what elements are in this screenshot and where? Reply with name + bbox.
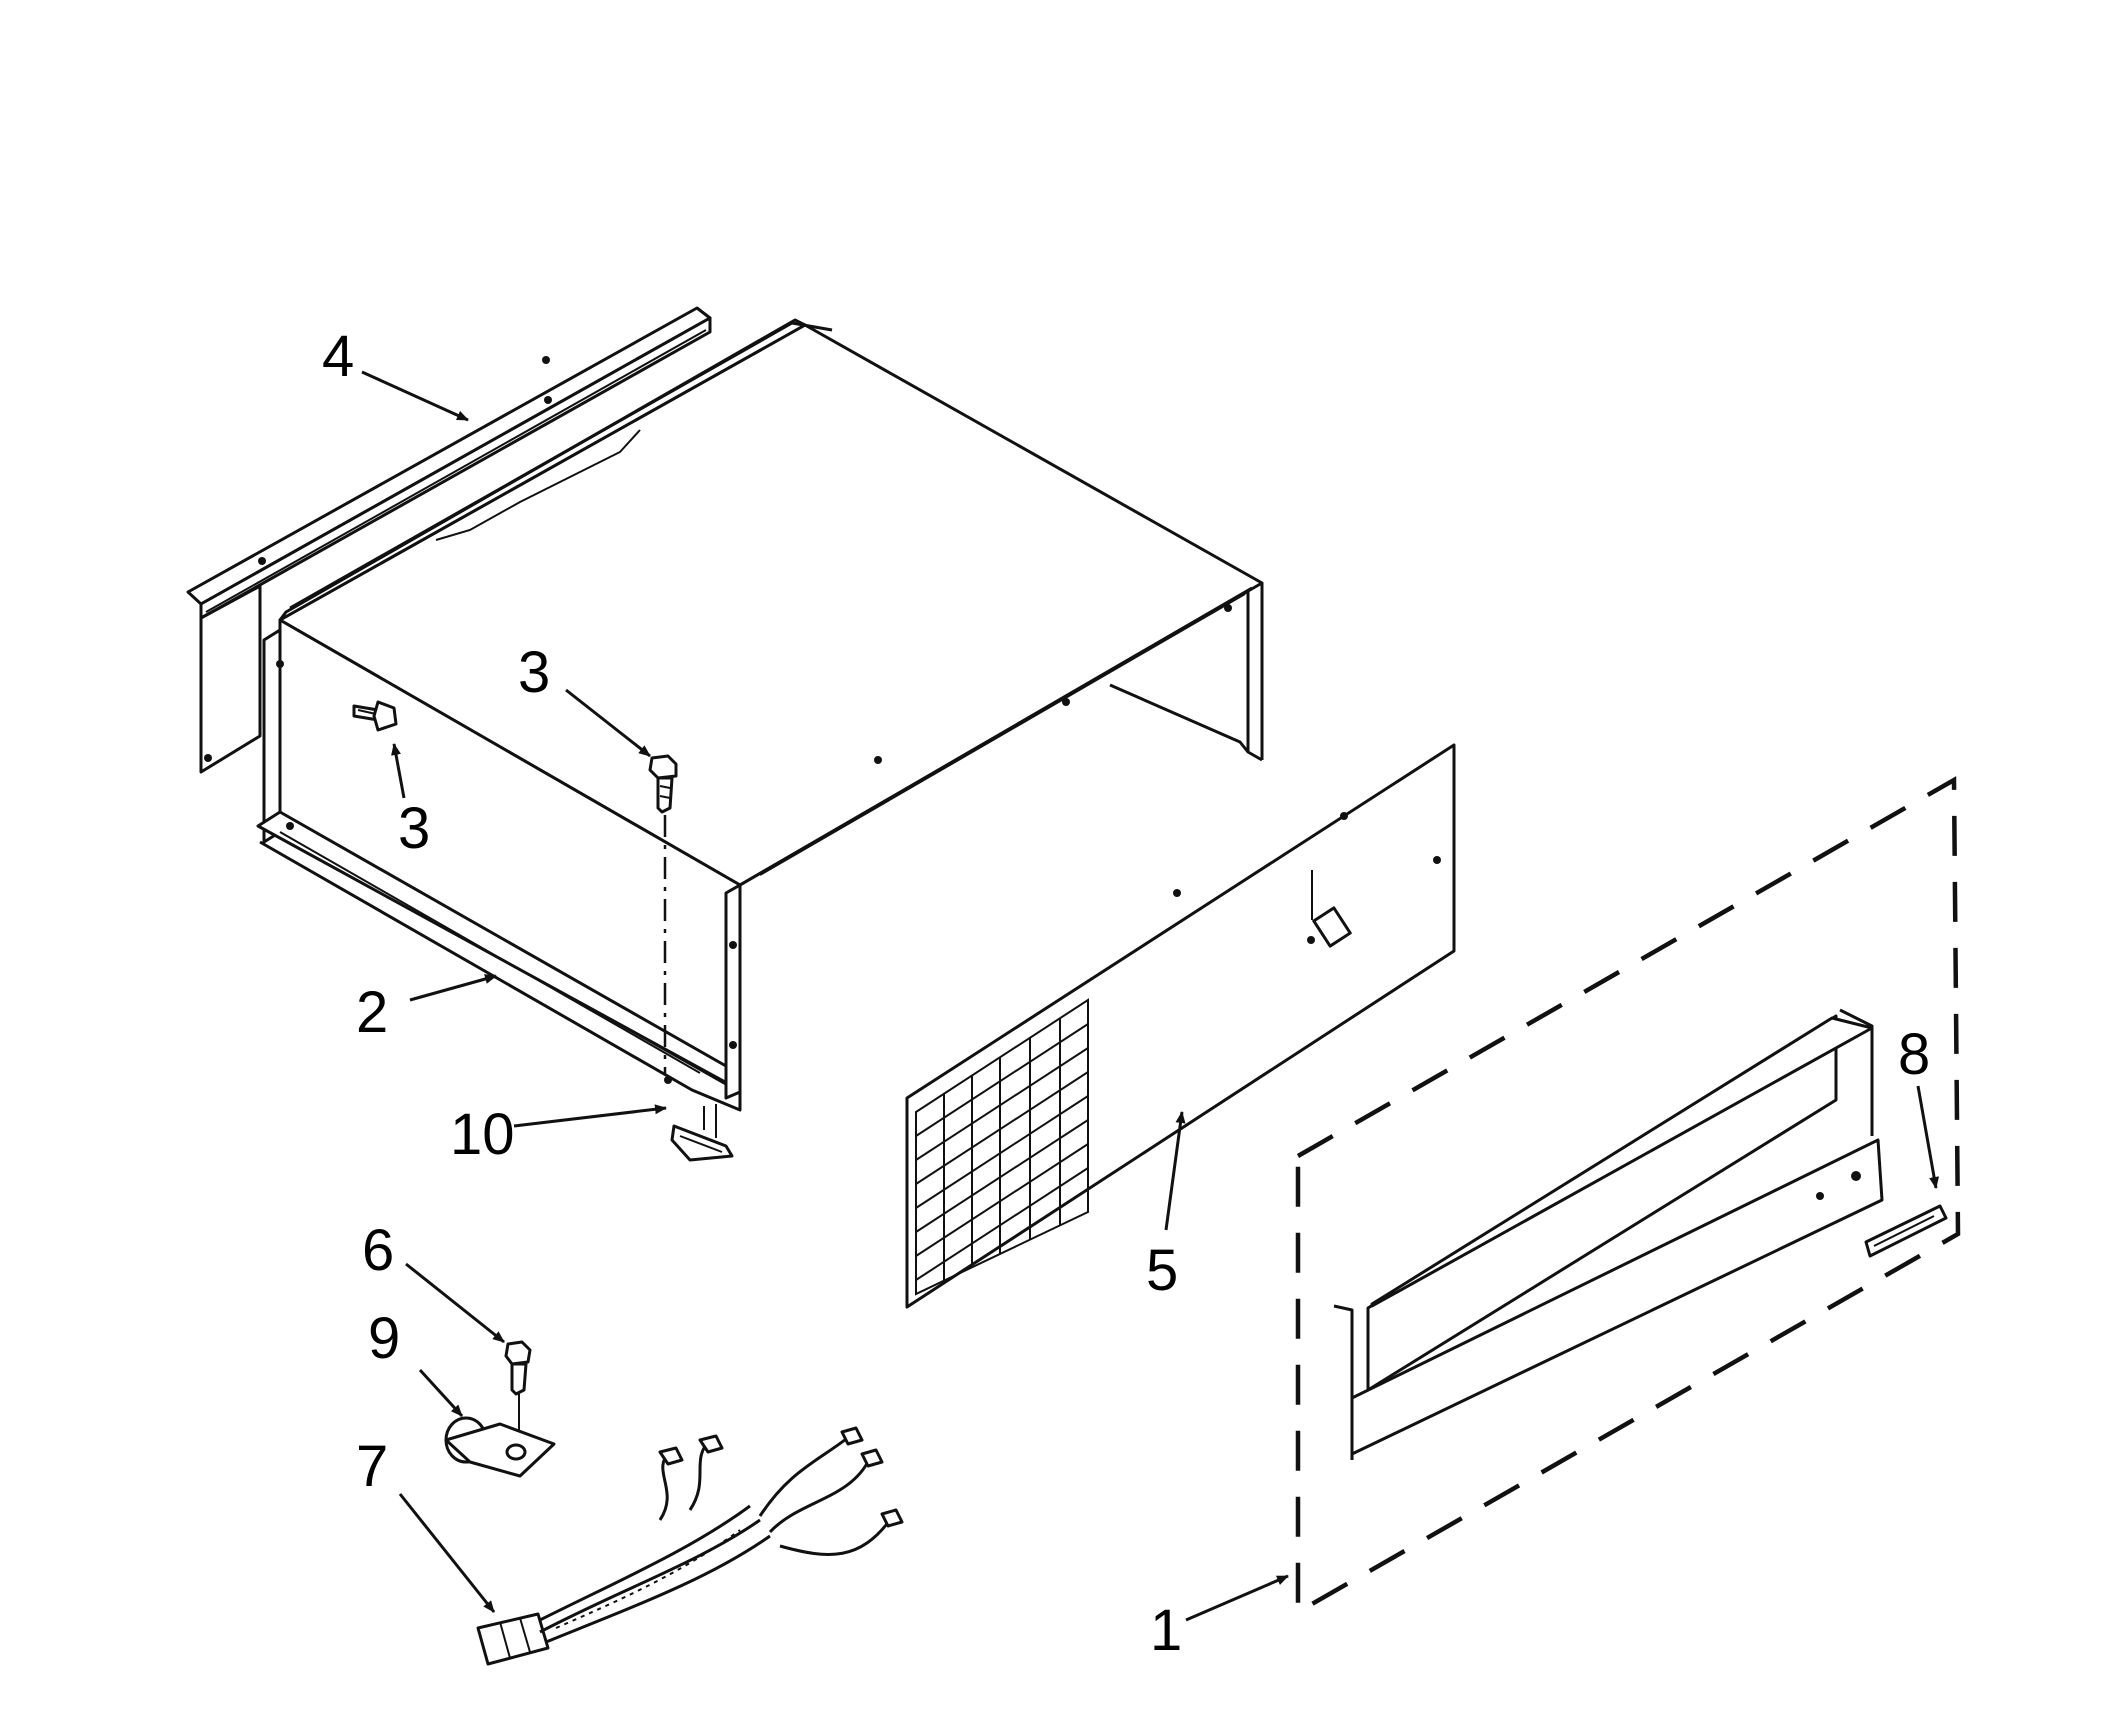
leader-5 — [1164, 1111, 1186, 1231]
grille-louvers — [915, 998, 1089, 1296]
callout-3-side: 3 — [398, 796, 430, 861]
part-5-grille-panel — [905, 743, 1456, 1309]
callout-10: 10 — [450, 1102, 515, 1167]
callout-labels: 4 3 3 2 10 5 8 6 9 7 1 — [322, 324, 1930, 1663]
leader-9 — [418, 1368, 464, 1418]
part-8-trim-panel — [1333, 1008, 1948, 1460]
callout-2: 2 — [356, 980, 388, 1045]
callout-4: 4 — [322, 324, 354, 389]
leader-6 — [405, 1262, 505, 1344]
callout-6: 6 — [362, 1218, 394, 1283]
callout-7: 7 — [356, 1434, 388, 1499]
leader-2 — [409, 974, 497, 1002]
leader-lines — [361, 370, 1940, 1622]
nameplate — [1864, 1204, 1948, 1258]
leader-10 — [513, 1104, 667, 1128]
part-9-cable-clamp — [444, 1416, 556, 1478]
part-3-screw-top — [648, 754, 678, 1075]
part-6-screw — [504, 1340, 532, 1430]
leader-4 — [361, 370, 469, 422]
part-1-kit-outline — [1295, 776, 1961, 1616]
part-4-rear-rail — [186, 306, 712, 774]
callout-8: 8 — [1898, 1022, 1930, 1087]
callout-1: 1 — [1150, 1598, 1182, 1663]
callout-9: 9 — [368, 1306, 400, 1371]
part-7-wire-harness — [476, 1426, 904, 1666]
callout-3-top: 3 — [518, 640, 550, 705]
part-10-clip — [670, 1104, 734, 1162]
leader-8 — [1916, 1085, 1940, 1189]
part-3-screw-side — [352, 700, 398, 732]
callout-5: 5 — [1146, 1238, 1178, 1303]
leader-3-top — [565, 688, 651, 758]
leader-3-side — [391, 743, 406, 799]
part-2-housing — [256, 318, 1264, 1112]
leader-1 — [1185, 1574, 1289, 1622]
leader-7 — [398, 1493, 496, 1613]
